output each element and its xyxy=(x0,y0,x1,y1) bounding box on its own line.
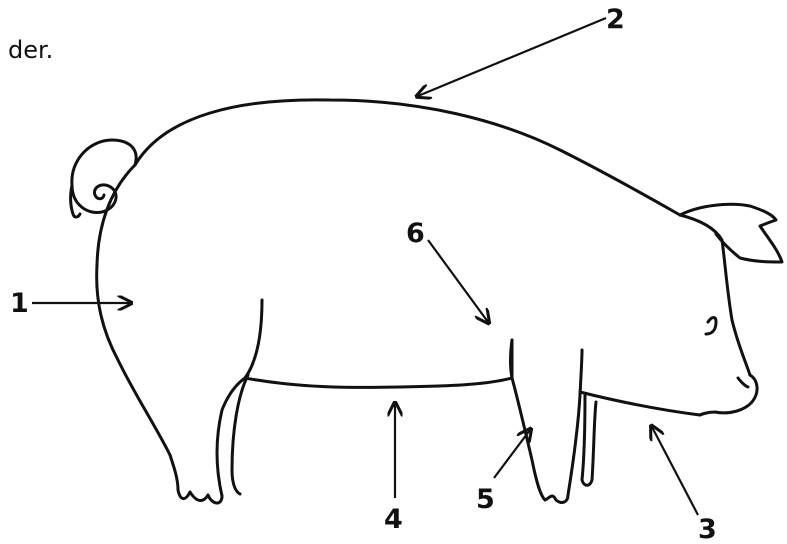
callout-label-5: 5 xyxy=(476,484,495,515)
callout-3: 3 xyxy=(652,427,717,544)
callout-4: 4 xyxy=(384,404,403,535)
callout-6: 6 xyxy=(406,218,488,322)
pig-outline xyxy=(71,100,782,503)
callout-5: 5 xyxy=(476,430,530,515)
callout-1: 1 xyxy=(10,288,130,319)
callout-label-4: 4 xyxy=(384,504,403,535)
arrow-5 xyxy=(494,430,530,478)
callout-label-2: 2 xyxy=(606,4,625,35)
arrow-2 xyxy=(418,18,606,96)
callout-label-1: 1 xyxy=(10,288,29,319)
callout-label-6: 6 xyxy=(406,218,425,249)
callout-2: 2 xyxy=(418,4,625,96)
arrow-6 xyxy=(428,240,488,322)
callout-label-3: 3 xyxy=(698,514,717,544)
arrow-3 xyxy=(652,427,698,515)
